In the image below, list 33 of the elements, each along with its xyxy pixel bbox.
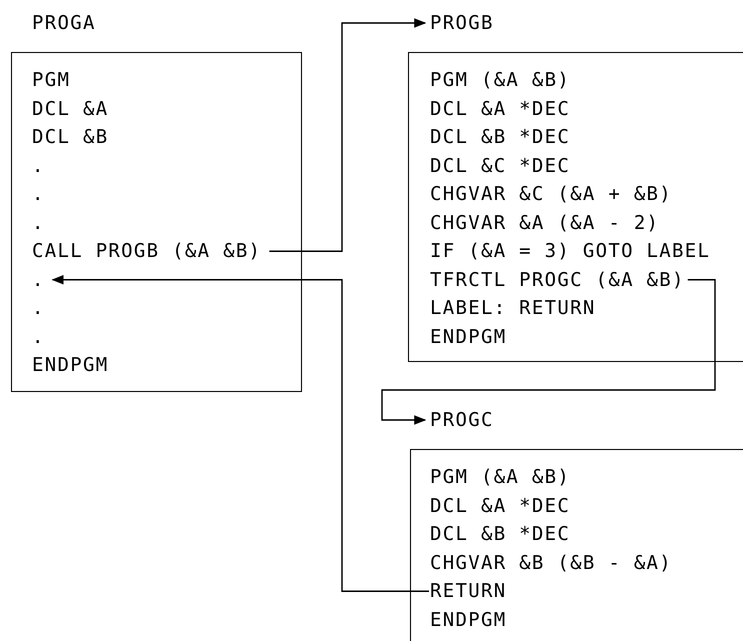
code-line: DCL &B *DEC xyxy=(430,522,570,546)
code-line: . xyxy=(32,182,45,206)
program-name: PROGC xyxy=(430,408,494,433)
code-line: CHGVAR &B (&B - &A) xyxy=(430,550,672,575)
code-line: . xyxy=(32,154,45,178)
arrow xyxy=(52,274,429,592)
code-line: CHGVAR &A (&A - 2) xyxy=(430,210,660,235)
code-line: PGM (&A &B) xyxy=(430,68,570,92)
code-line: PGM xyxy=(32,68,70,92)
code-line: ENDPGM xyxy=(430,324,506,349)
arrow xyxy=(269,18,426,252)
code-line: DCL &A *DEC xyxy=(430,96,570,121)
code-line: CALL PROGB (&A &B) xyxy=(32,239,262,264)
code-line: . xyxy=(32,296,45,320)
program-name: PROGA xyxy=(32,11,96,36)
code-line: DCL &C *DEC xyxy=(430,154,570,178)
code-line: CHGVAR &C (&A + &B) xyxy=(430,182,672,206)
code-line: TFRCTL PROGC (&A &B) xyxy=(430,268,685,292)
code-line: DCL &A xyxy=(32,96,108,121)
code-line: DCL &B xyxy=(32,125,108,150)
code-line: . xyxy=(32,324,45,349)
arrow xyxy=(381,279,716,425)
code-line: ENDPGM xyxy=(430,608,506,632)
code-line: DCL &B *DEC xyxy=(430,125,570,150)
code-line: DCL &A *DEC xyxy=(430,494,570,518)
code-line: ENDPGM xyxy=(32,353,108,378)
code-line: IF (&A = 3) GOTO LABEL xyxy=(430,239,710,264)
code-line: . xyxy=(32,210,45,235)
program-name: PROGB xyxy=(430,11,494,36)
code-line: LABEL: RETURN xyxy=(430,296,596,320)
code-line: PGM (&A &B) xyxy=(430,465,570,490)
code-line: RETURN xyxy=(430,579,506,604)
code-line: . xyxy=(32,268,45,292)
